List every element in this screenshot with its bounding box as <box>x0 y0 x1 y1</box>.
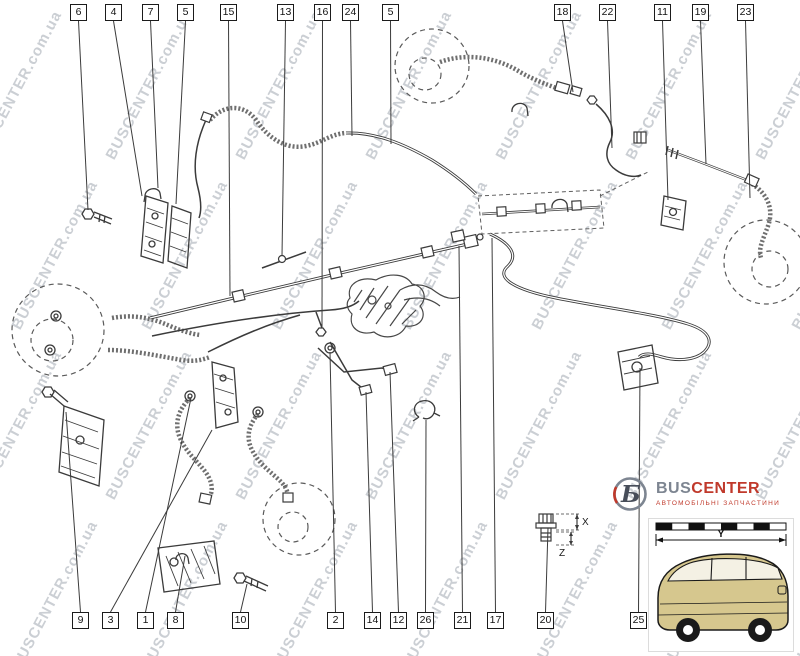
callout-22: 22 <box>599 4 616 21</box>
dim-y-label: Y <box>718 529 725 540</box>
callout-16: 16 <box>314 4 331 21</box>
construction-lines <box>477 171 649 235</box>
callout-4: 4 <box>105 4 122 21</box>
callout-18: 18 <box>554 4 571 21</box>
callout-2: 2 <box>327 612 344 629</box>
callout-21: 21 <box>454 612 471 629</box>
callout-26: 26 <box>417 612 434 629</box>
callout-3: 3 <box>102 612 119 629</box>
wheel-sketches <box>11 28 800 556</box>
callout-19: 19 <box>692 4 709 21</box>
callout-12: 12 <box>390 612 407 629</box>
bolts <box>41 208 336 592</box>
brand-name: BUSCENTER <box>656 480 761 498</box>
flexible-hoses <box>107 54 773 500</box>
callout-20: 20 <box>537 612 554 629</box>
callout-13: 13 <box>277 4 294 21</box>
callout-5: 5 <box>177 4 194 21</box>
callout-5: 5 <box>382 4 399 21</box>
callout-17: 17 <box>487 612 504 629</box>
callout-14: 14 <box>364 612 381 629</box>
valve-block-sketch <box>346 274 461 338</box>
dim-z-label: Z <box>559 548 565 559</box>
callout-24: 24 <box>342 4 359 21</box>
logo-letter: Б <box>620 481 641 508</box>
rigid-pipes <box>149 103 753 392</box>
callout-1: 1 <box>137 612 154 629</box>
scale-bar <box>655 522 787 531</box>
logo: Б BUSCENTER АВТОМОБІЛЬНІ ЗАПЧАСТИНИ <box>610 474 796 514</box>
leader-lines <box>65 20 751 613</box>
bracket-plates <box>58 195 687 593</box>
callout-23: 23 <box>737 4 754 21</box>
callout-7: 7 <box>142 4 159 21</box>
callout-15: 15 <box>220 4 237 21</box>
callout-6: 6 <box>70 4 87 21</box>
van-sketch <box>657 553 789 642</box>
brand-tagline: АВТОМОБІЛЬНІ ЗАПЧАСТИНИ <box>656 499 781 507</box>
callout-25: 25 <box>630 612 647 629</box>
y-dimension: Y <box>655 529 787 546</box>
callout-10: 10 <box>232 612 249 629</box>
callout-9: 9 <box>72 612 89 629</box>
logo-mark-icon: Б <box>613 477 647 511</box>
van-dimension-panel: Y <box>648 518 796 656</box>
pipe-clips <box>143 102 569 565</box>
callout-8: 8 <box>167 612 184 629</box>
vendor-logo-block: Б BUSCENTER АВТОМОБІЛЬНІ ЗАПЧАСТИНИ <box>610 474 796 656</box>
callout-11: 11 <box>654 4 671 21</box>
dim-x-label: X <box>582 517 589 528</box>
part-20-dimensioned: X Z <box>535 513 589 559</box>
fittings <box>198 80 760 505</box>
